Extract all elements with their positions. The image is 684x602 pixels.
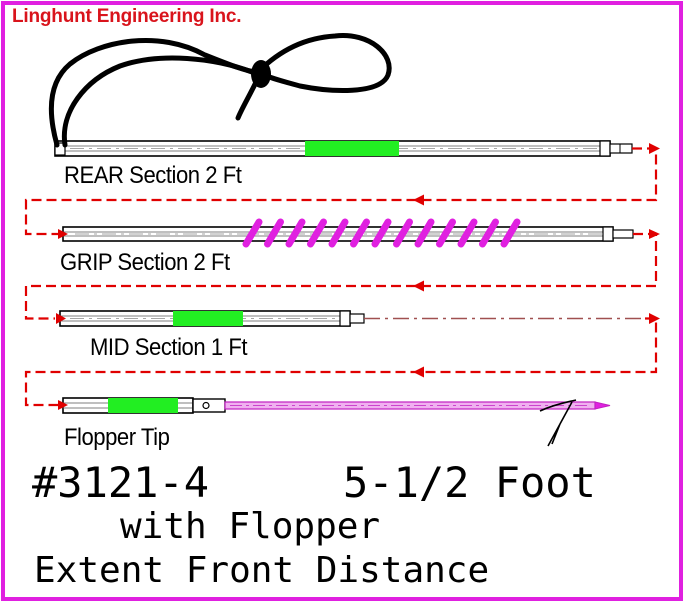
- grip-wrap-stripe: [457, 218, 478, 248]
- rear-section-label: REAR Section 2 Ft: [64, 162, 242, 189]
- grip-wrap-stripe: [414, 218, 435, 248]
- grip-wrap-stripe: [393, 218, 413, 248]
- grip-section-label: GRIP Section 2 Ft: [60, 249, 230, 276]
- grip-section-rod: [62, 226, 634, 242]
- grip-wrap-stripe: [371, 218, 392, 248]
- company-name: Linghunt Engineering Inc.: [12, 6, 242, 27]
- feature-line: with Flopper: [120, 506, 381, 547]
- grip-wrap-stripe: [307, 218, 327, 248]
- grip-wrap-stripe: [500, 218, 521, 248]
- part-number: #3121-4: [32, 458, 210, 507]
- grip-wrap-stripe: [436, 218, 456, 248]
- flopper-tip-rod: [62, 397, 611, 447]
- mid-section-label: MID Section 1 Ft: [90, 334, 248, 361]
- tip-green-band: [108, 398, 178, 413]
- grip-wrap-stripe: [264, 218, 284, 248]
- extent-line: Extent Front Distance: [34, 550, 490, 591]
- lanyard-loop: [48, 33, 392, 148]
- rear-green-band: [305, 141, 399, 156]
- mid-green-band: [173, 311, 243, 326]
- rear-section-rod: [54, 140, 633, 157]
- mid-section-rod: [59, 310, 645, 327]
- arrow-heads: [56, 143, 660, 410]
- grip-wrap-stripe: [479, 218, 499, 248]
- grip-wrap-stripe: [350, 218, 370, 248]
- rod-length: 5-1/2 Foot: [343, 458, 596, 507]
- grip-wrap-stripe: [242, 218, 263, 248]
- grip-wrap-stripe: [328, 218, 349, 248]
- grip-wrap-stripe: [285, 218, 306, 248]
- grip-wrap-stripes: [242, 218, 521, 248]
- flopper-tip-label: Flopper Tip: [64, 424, 170, 451]
